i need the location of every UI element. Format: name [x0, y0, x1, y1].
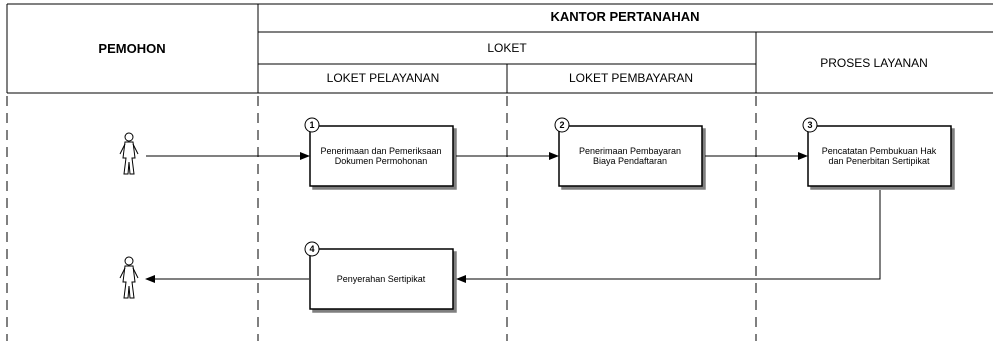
step-box-1: Penerimaan dan Pemeriksaan Dokumen Permo…	[309, 125, 454, 187]
step-2-line2: Biaya Pendaftaran	[593, 156, 667, 166]
step-1-line1: Penerimaan dan Pemeriksaan	[320, 146, 441, 156]
step-2-line1: Penerimaan Pembayaran	[579, 146, 681, 156]
lane-separators	[6, 96, 757, 341]
step-3-line2: dan Penerbitan Sertipikat	[828, 156, 930, 166]
step-number-4: 4	[304, 241, 320, 257]
step-3-line1: Pencatatan Pembukuan Hak	[822, 146, 937, 156]
flow-arrows	[145, 152, 881, 283]
header-grid	[6, 3, 993, 94]
arrow-step-3-to-step-4	[456, 190, 881, 283]
step-4-line1: Penyerahan Sertipikat	[337, 274, 426, 284]
header-loket-pelayanan: LOKET PELAYANAN	[327, 71, 440, 85]
step-box-4: Penyerahan Sertipikat	[309, 248, 454, 310]
header-loket: LOKET	[487, 41, 527, 55]
step-box-2: Penerimaan Pembayaran Biaya Pendaftaran	[558, 125, 703, 187]
step-number-2: 2	[554, 117, 570, 133]
step-1-line2: Dokumen Permohonan	[335, 156, 428, 166]
header-proses-layanan: PROSES LAYANAN	[820, 56, 928, 70]
header-kantor-pertanahan: KANTOR PERTANAHAN	[550, 9, 699, 24]
person-icon	[119, 256, 139, 299]
step-number-3: 3	[802, 117, 818, 133]
step-2-number: 2	[559, 120, 564, 130]
step-1-number: 1	[309, 120, 314, 130]
header-pemohon: PEMOHON	[98, 41, 165, 56]
step-3-number: 3	[807, 120, 812, 130]
step-box-3: Pencatatan Pembukuan Hak dan Penerbitan …	[807, 125, 952, 187]
step-number-1: 1	[304, 117, 320, 133]
person-icon	[119, 132, 139, 175]
step-4-number: 4	[309, 244, 314, 254]
header-loket-pembayaran: LOKET PEMBAYARAN	[569, 71, 693, 85]
